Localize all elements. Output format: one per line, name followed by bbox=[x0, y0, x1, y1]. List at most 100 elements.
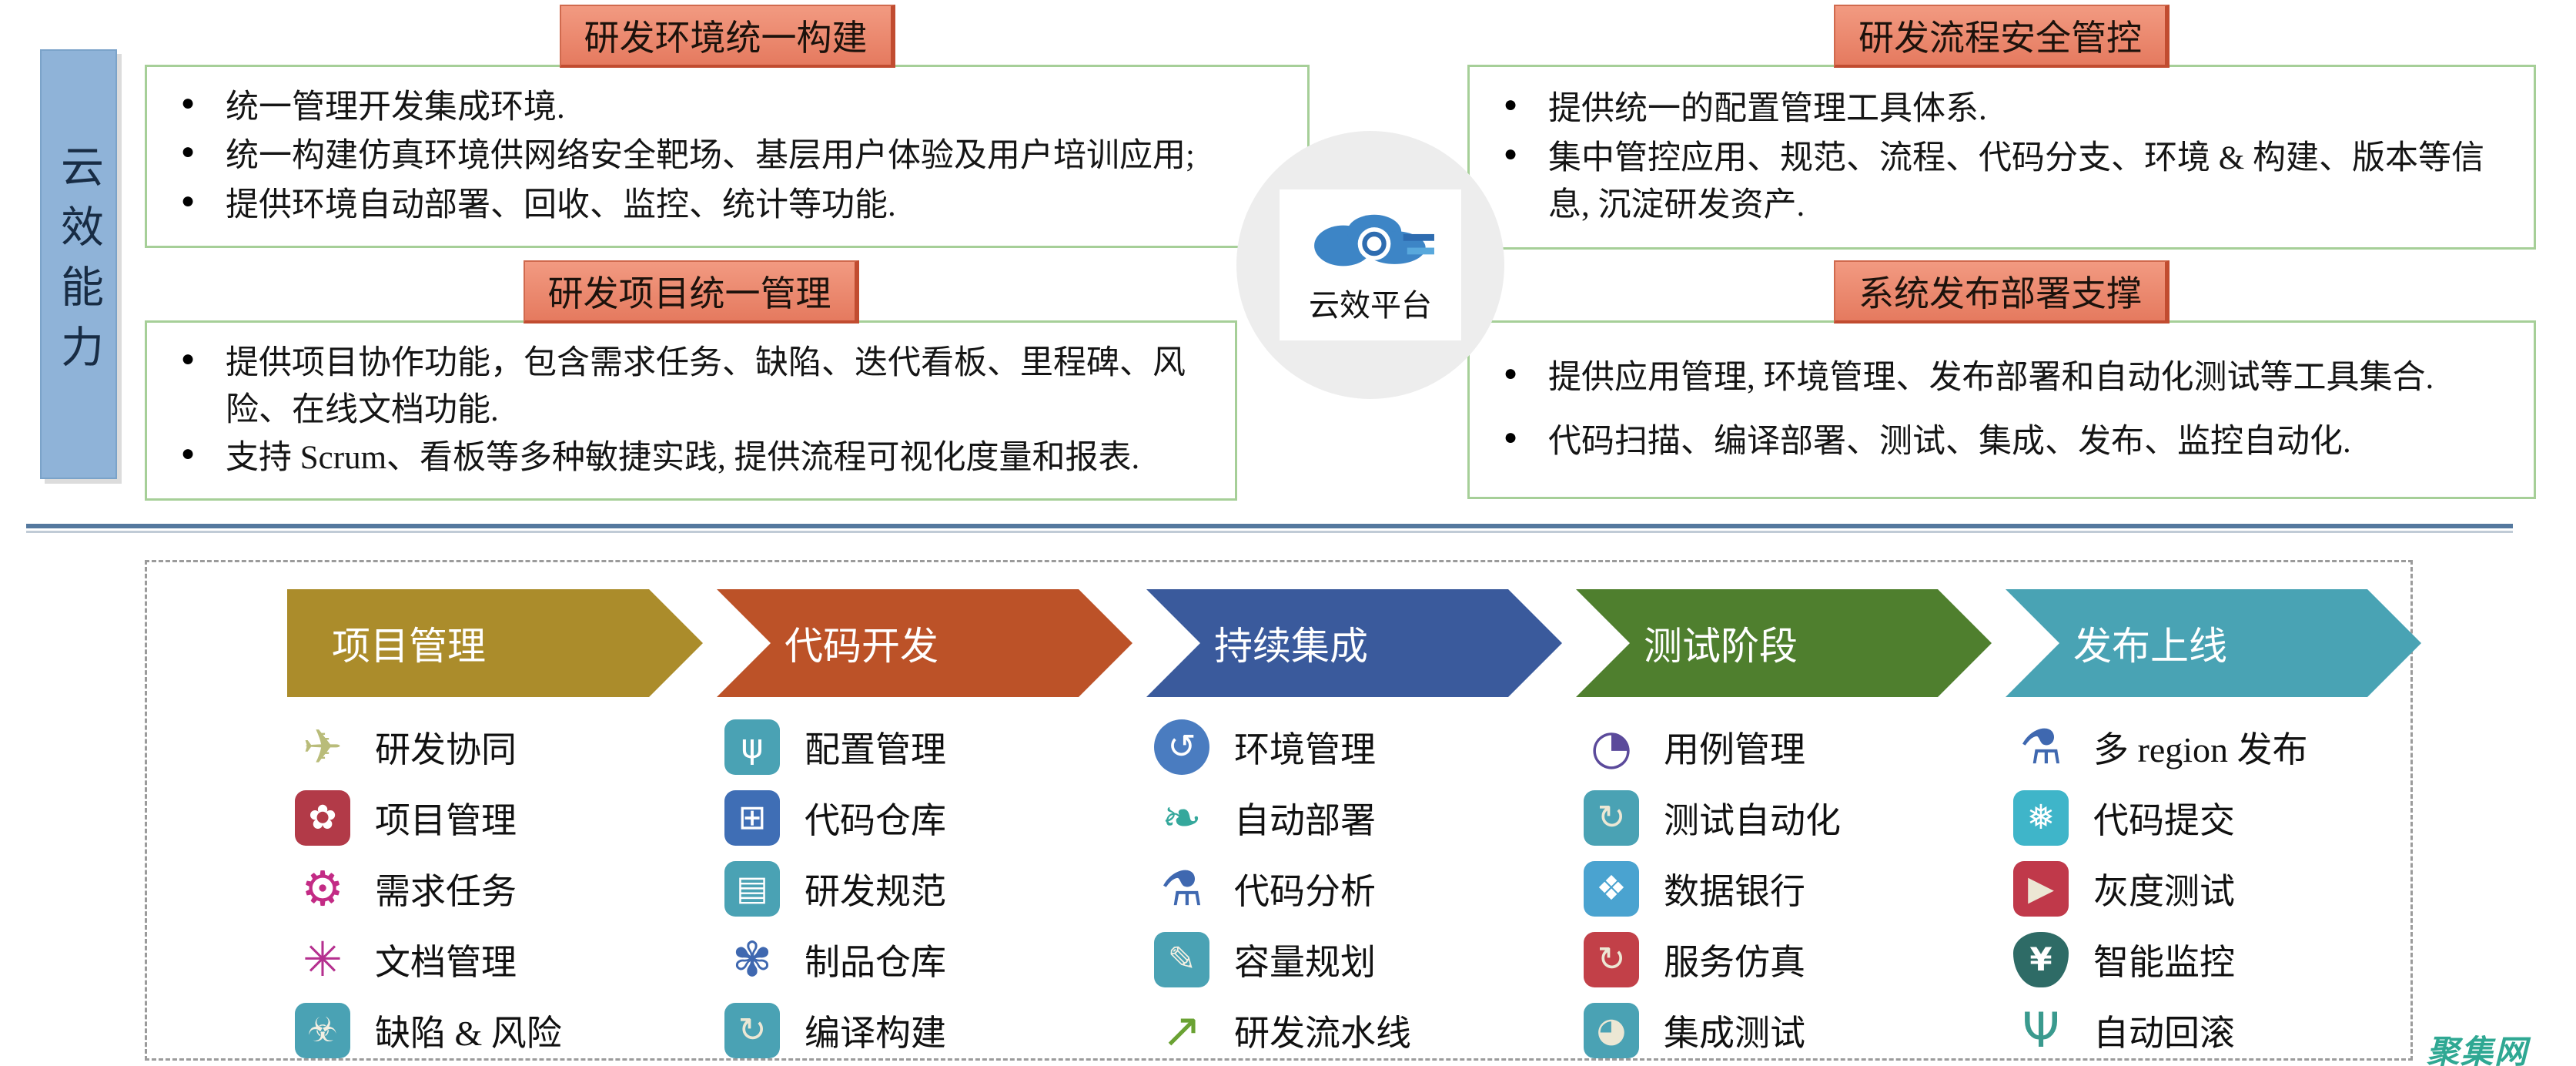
leaves-icon: ✿ bbox=[295, 790, 350, 846]
feature-box-title: 研发项目统一管理 bbox=[523, 260, 859, 323]
section-divider bbox=[26, 524, 2513, 533]
list-item: ⊞ 代码仓库 bbox=[724, 789, 1144, 846]
item-label: 环境管理 bbox=[1234, 730, 1376, 769]
artifact-leaves-icon: ✾ bbox=[732, 931, 772, 987]
list-item: ▤研发规范 bbox=[724, 860, 1144, 917]
pipeline-chart-icon: ↗ bbox=[1162, 1002, 1202, 1058]
env-swirl-icon: ↺ bbox=[1154, 719, 1209, 775]
feature-box-deploy-support: 系统发布部署支撑提供应用管理, 环境管理、发布部署和自动化测试等工具集合. 代码扫… bbox=[1467, 260, 2536, 499]
stage-arrow-label: 项目管理 bbox=[332, 625, 486, 668]
capability-bar-label: 云效能力 bbox=[54, 144, 102, 384]
item-label: 智能监控 bbox=[2093, 943, 2235, 982]
stage-column-continuous-integration: ↺ 环境管理 ❧ 自动部署 ⚗ 代码分析 ✎容量规划 ↗ 研发流水线 bbox=[1154, 719, 1574, 1059]
list-item: ↻ 服务仿真 bbox=[1584, 931, 2003, 988]
feature-box-body: 提供项目协作功能，包含需求任务、缺陷、迭代看板、里程碑、风险、在线文档功能.支持… bbox=[145, 320, 1237, 501]
item-label: 代码仓库 bbox=[805, 801, 946, 840]
gears-icon: ⚙ bbox=[301, 860, 344, 917]
bug-icon: ☣ bbox=[295, 1003, 350, 1058]
list-item: ❖ 数据银行 bbox=[1584, 860, 2003, 917]
item-label: 集成测试 bbox=[1664, 1014, 1805, 1053]
item-label: 自动部署 bbox=[1234, 801, 1376, 840]
item-label: 需求任务 bbox=[375, 872, 517, 911]
item-label: 灰度测试 bbox=[2093, 872, 2235, 911]
stage-arrow-code-development: 代码开发 bbox=[717, 589, 1132, 697]
bullet-item: 提供应用管理, 环境管理、发布部署和自动化测试等工具集合. bbox=[1500, 354, 2503, 401]
hub-spoke-icon: ✳ bbox=[303, 931, 343, 987]
gauge-icon: ◔ bbox=[1590, 719, 1633, 775]
item-label: 研发规范 bbox=[805, 872, 946, 911]
platform-label: 云效平台 bbox=[1309, 288, 1432, 323]
bullet-item: 提供环境自动部署、回收、监控、统计等功能. bbox=[178, 182, 1276, 229]
list-item: ↺ 环境管理 bbox=[1154, 719, 1574, 776]
microscope-icon: ⚗ bbox=[2019, 719, 2062, 775]
item-label: 缺陷 & 风险 bbox=[375, 1014, 562, 1053]
stage-arrow-label: 发布上线 bbox=[2073, 625, 2227, 668]
list-item: ↻ 测试自动化 bbox=[1584, 789, 2003, 846]
list-item: ⚙ 需求任务 bbox=[295, 860, 714, 917]
pipeline-panel: 项目管理代码开发持续集成测试阶段发布上线 ✈研发协同✿项目管理⚙需求任务✳文档管… bbox=[145, 560, 2421, 1061]
feature-box-title: 研发环境统一构建 bbox=[559, 5, 895, 68]
list-item: ✎容量规划 bbox=[1154, 931, 1574, 988]
list-item: ✳ 文档管理 bbox=[295, 931, 714, 988]
bullet-item: 提供项目协作功能，包含需求任务、缺陷、迭代看板、里程碑、风险、在线文档功能. bbox=[178, 340, 1204, 434]
bullet-item: 统一管理开发集成环境. bbox=[178, 84, 1276, 131]
feature-box-body: 提供统一的配置管理工具体系.集中管控应用、规范、流程、代码分支、环境 & 构建、… bbox=[1467, 65, 2536, 250]
item-label: 服务仿真 bbox=[1664, 943, 1805, 982]
feature-box-project-mgmt: 研发项目统一管理提供项目协作功能，包含需求任务、缺陷、迭代看板、里程碑、风险、在… bbox=[145, 260, 1237, 501]
moneybag-yuan-icon: ¥ bbox=[2013, 932, 2069, 987]
build-cycle-icon: ↻ bbox=[724, 1003, 780, 1058]
code-repo-grid-icon: ⊞ bbox=[724, 790, 780, 846]
stage-arrow-project-management: 项目管理 bbox=[287, 589, 703, 697]
stage-column-project-management: ✈研发协同✿项目管理⚙需求任务✳文档管理☣缺陷 & 风险 bbox=[295, 719, 714, 1059]
list-item: ❧ 自动部署 bbox=[1154, 789, 1574, 846]
bullet-item: 提供统一的配置管理工具体系. bbox=[1500, 85, 2503, 132]
bullet-item: 统一构建仿真环境供网络安全靶场、基层用户体验及用户培训应用; bbox=[178, 132, 1276, 179]
list-item: ◕集成测试 bbox=[1584, 1002, 2003, 1059]
list-item: ◔用例管理 bbox=[1584, 719, 2003, 776]
feature-box-env-build: 研发环境统一构建统一管理开发集成环境.统一构建仿真环境供网络安全靶场、基层用户体… bbox=[145, 5, 1310, 248]
stage-arrow-label: 测试阶段 bbox=[1644, 625, 1798, 668]
platform-hub-circle: 云效平台 bbox=[1236, 131, 1504, 399]
item-label: 测试自动化 bbox=[1664, 801, 1841, 840]
stage-column-testing-phase: ◔用例管理 ↻ 测试自动化 ❖ 数据银行 ↻ 服务仿真 ◕集成测试 bbox=[1584, 719, 2003, 1059]
paper-plane-icon: ✈ bbox=[303, 719, 343, 775]
feature-box-title: 系统发布部署支撑 bbox=[1834, 260, 2170, 323]
wind-turbine-icon: Ψ bbox=[2022, 1002, 2060, 1058]
stage-arrow-testing-phase: 测试阶段 bbox=[1576, 589, 1992, 697]
feature-box-body: 统一管理开发集成环境.统一构建仿真环境供网络安全靶场、基层用户体验及用户培训应用… bbox=[145, 65, 1310, 248]
test-automation-cycle-icon: ↻ bbox=[1584, 790, 1639, 846]
list-item: ↻ 编译构建 bbox=[724, 1002, 1144, 1059]
item-label: 数据银行 bbox=[1664, 872, 1805, 911]
feature-box-title: 研发流程安全管控 bbox=[1834, 5, 2170, 68]
list-item: ✾制品仓库 bbox=[724, 931, 1144, 988]
bullet-item: 集中管控应用、规范、流程、代码分支、环境 & 构建、版本等信息, 沉淀研发资产. bbox=[1500, 135, 2503, 229]
item-label: 代码提交 bbox=[2093, 801, 2235, 840]
item-label: 代码分析 bbox=[1234, 872, 1376, 911]
feature-box-process-control: 研发流程安全管控提供统一的配置管理工具体系.集中管控应用、规范、流程、代码分支、… bbox=[1467, 5, 2536, 250]
item-label: 文档管理 bbox=[375, 943, 517, 982]
item-label: 自动回滚 bbox=[2093, 1014, 2235, 1053]
divider-line-top bbox=[26, 524, 2513, 528]
service-sim-loop-icon: ↻ bbox=[1584, 932, 1639, 987]
watermark-logo: 聚集网 bbox=[2427, 1034, 2529, 1066]
item-label: 编译构建 bbox=[805, 1014, 946, 1053]
bullet-item: 支持 Scrum、看板等多种敏捷实践, 提供流程可视化度量和报表. bbox=[178, 434, 1204, 481]
feature-box-body: 提供应用管理, 环境管理、发布部署和自动化测试等工具集合. 代码扫描、编译部署、测… bbox=[1467, 320, 2536, 499]
leaf-icon: ❧ bbox=[1162, 789, 1202, 846]
cloud-logo-icon bbox=[1314, 214, 1434, 266]
git-branch-icon: ψ bbox=[724, 719, 780, 775]
list-item: ⚗ 代码分析 bbox=[1154, 860, 1574, 917]
microscope-icon: ⚗ bbox=[1160, 860, 1203, 917]
item-label: 研发流水线 bbox=[1234, 1014, 1411, 1053]
item-label: 项目管理 bbox=[375, 801, 517, 840]
stage-arrow-label: 持续集成 bbox=[1214, 625, 1368, 668]
capability-bar: 云效能力 bbox=[40, 49, 117, 479]
list-item: ↗ 研发流水线 bbox=[1154, 1002, 1574, 1059]
list-item: Ψ 自动回滚 bbox=[2013, 1002, 2433, 1059]
list-item: ❅代码提交 bbox=[2013, 789, 2433, 846]
bullet-item: 代码扫描、编译部署、测试、集成、发布、监控自动化. bbox=[1500, 418, 2503, 465]
data-bank-cube-icon: ❖ bbox=[1584, 861, 1639, 917]
stage-arrow-release-launch: 发布上线 bbox=[2006, 589, 2421, 697]
